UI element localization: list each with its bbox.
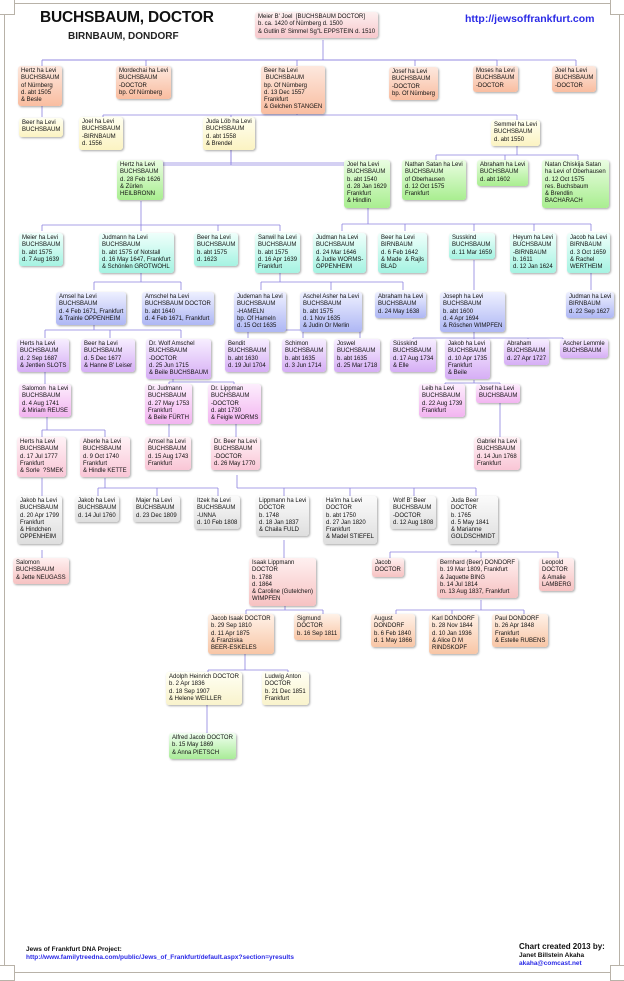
person-node[interactable]: Herts ha Levi BUCHSBAUM d. 2 Sep 1687 & … <box>17 339 70 373</box>
person-node[interactable]: Mordechai ha Levi BUCHSBAUM -DOCTOR bp. … <box>116 66 172 100</box>
person-node[interactable]: Aberle ha Levi BUCHSBAUM d. 9 Oct 1740 F… <box>80 437 130 478</box>
person-node[interactable]: Beer ha Levi BUCHSBAUM bp. Of Nürnberg d… <box>261 66 326 114</box>
person-node[interactable]: Jacob DOCTOR <box>372 558 404 577</box>
credit-email-link[interactable]: akaha@comcast.net <box>519 960 582 967</box>
person-node[interactable]: Beer ha Levi BIRNBAUM d. 6 Feb 1642 & Ma… <box>378 233 428 274</box>
person-node[interactable]: Sanwil ha Levi BUCHSBAUM b. abt 1575 d. … <box>255 233 301 274</box>
person-node[interactable]: Judman ha Levi BUCHSBAUM d. 24 Mar 1646 … <box>313 233 367 274</box>
person-node[interactable]: Nathan Satan ha Levi BUCHSBAUM of Oberha… <box>402 160 466 201</box>
site-link[interactable]: http://jewsoffrankfurt.com <box>465 13 595 25</box>
person-node[interactable]: Amschel ha Levi BUCHSBAUM DOCTOR b. abt … <box>142 292 214 326</box>
credit-title: Chart created 2013 by: <box>519 942 605 951</box>
person-node[interactable]: Leopold DOCTOR & Amalie LAMBERG <box>539 558 575 592</box>
person-node[interactable]: Herts ha Levi BUCHSBAUM d. 17 Jul 1777 F… <box>17 437 67 478</box>
person-node[interactable]: Joel ha Levi BUCHSBAUM -DOCTOR <box>552 66 597 92</box>
person-node[interactable]: Hertz ha Levi BUCHSBAUM of Nürnberg d. a… <box>18 66 63 107</box>
person-node[interactable]: Hertz ha Levi BUCHSBAUM d. 28 Feb 1626 &… <box>117 160 164 201</box>
chart-frame <box>4 3 620 973</box>
person-node[interactable]: Dr. Beer ha Levi BUCHSBAUM -DOCTOR d. 26… <box>211 437 261 471</box>
frame-corner <box>0 0 15 15</box>
person-node[interactable]: Judeman ha Levi BUCHSBAUM -HAMELN bp. Of… <box>234 292 286 333</box>
person-node[interactable]: Alfred Jacob DOCTOR b. 15 May 1869 & Ann… <box>169 733 236 759</box>
person-node[interactable]: Moses ha Levi BUCHSBAUM -DOCTOR <box>473 66 518 92</box>
chart-subtitle: BIRNBAUM, DONDORF <box>68 31 179 42</box>
person-node[interactable]: Majer ha Levi BUCHSBAUM d. 23 Dec 1809 <box>133 496 180 522</box>
person-node[interactable]: Salomon BUCHSBAUM & Jette NEUGASS <box>13 558 69 584</box>
person-node[interactable]: Wolf B' Beer BUCHSBAUM -DOCTOR d. 12 Aug… <box>390 496 437 530</box>
person-node[interactable]: Jakob ha Levi BUCHSBAUM d. 10 Apr 1735 F… <box>445 339 491 380</box>
person-node[interactable]: Beer ha Levi BUCHSBAUM b. abt 1575 d. 16… <box>194 233 239 267</box>
person-node[interactable]: Salomon ha Levi BUCHSBAUM d. 4 Aug 1741 … <box>19 384 72 418</box>
person-node[interactable]: Jacob ha Levi BIRNBAUM d. 3 Oct 1659 & R… <box>567 233 611 274</box>
person-node[interactable]: Ludwig Anton DOCTOR b. 21 Dec 1851 Frank… <box>262 672 309 706</box>
person-node[interactable]: Semmel ha Levi BUCHSBAUM d. abt 1550 <box>491 120 541 146</box>
person-node[interactable]: Paul DONDORF b. 26 Apr 1848 Frankfurt & … <box>492 614 549 648</box>
person-node[interactable]: Heyum ha Levi BUCHSBAUM -BIRNBAUM b. 161… <box>510 233 557 274</box>
dna-project-link[interactable]: http://www.familytreedna.com/public/Jews… <box>26 954 294 961</box>
person-node[interactable]: Abraham ha Levi BUCHSBAUM d. 24 May 1638 <box>375 292 427 318</box>
person-node[interactable]: Abraham BUCHSBAUM d. 27 Apr 1727 <box>504 339 550 365</box>
person-node[interactable]: Joel ha Levi BUCHSBAUM -BIRNBAUM d. 1556 <box>79 117 124 151</box>
person-node[interactable]: Jacob Isaak DOCTOR b. 29 Sep 1810 d. 11 … <box>208 614 274 655</box>
person-node[interactable]: Bernhard (Beer) DONDORF b. 19 Mar 1809, … <box>437 558 519 599</box>
person-node[interactable]: Ascher Lemmle BUCHSBAUM <box>560 339 608 358</box>
person-node[interactable]: Joswel BUCHSBAUM b. abt 1635 d. 25 Mar 1… <box>334 339 381 373</box>
chart-title: BUCHSBAUM, DOCTOR <box>40 9 214 26</box>
person-node[interactable]: Susskind BUCHSBAUM d. 11 Mar 1659 <box>449 233 495 259</box>
person-node[interactable]: Joel ha Levi BUCHSBAUM b. abt 1540 d. 28… <box>344 160 390 208</box>
person-node[interactable]: Judmann ha Levi BUCHSBAUM b. abt 1575 of… <box>99 233 174 274</box>
person-node[interactable]: Jakob ha Levi BUCHSBAUM d. 20 Apr 1799 F… <box>17 496 63 544</box>
person-node[interactable]: Dr. Judmann BUCHSBAUM d. 27 May 1753 Fra… <box>145 384 193 425</box>
person-node[interactable]: Josef ha Levi BUCHSBAUM <box>476 384 521 403</box>
person-node[interactable]: Süsskind BUCHSBAUM d. 17 Aug 1734 & Elle <box>390 339 437 373</box>
person-node[interactable]: Ha'im ha Levi DOCTOR b. abt 1750 d. 27 J… <box>323 496 378 544</box>
credit-author: Janet Billstein Akaha <box>519 952 585 959</box>
person-node[interactable]: Dr. Lippman BUCHSBAUM -DOCTOR d. abt 173… <box>208 384 262 425</box>
person-node[interactable]: Karl DONDORF b. 28 Nov 1844 d. 10 Jan 19… <box>429 614 478 655</box>
person-node[interactable]: Beer ha Levi BUCHSBAUM <box>19 118 64 137</box>
person-node[interactable]: Joseph ha Levi BUCHSBAUM b. abt 1600 d. … <box>440 292 506 333</box>
person-node[interactable]: Itzek ha Levi BUCHSBAUM -UNNA d. 10 Feb … <box>194 496 241 530</box>
person-node[interactable]: Leib ha Levi BUCHSBAUM d. 22 Aug 1739 Fr… <box>419 384 466 418</box>
person-node[interactable]: Aschel Asher ha Levi BUCHSBAUM b. abt 15… <box>300 292 363 333</box>
person-node[interactable]: Lippmann ha Levi DOCTOR b. 1748 d. 18 Ja… <box>256 496 310 537</box>
person-node[interactable]: Beer ha Levi BUCHSBAUM d. 5 Dec 1677 & H… <box>81 339 136 373</box>
person-node[interactable]: Isaak Lippmann DOCTOR b. 1788 d. 1864 & … <box>249 558 317 606</box>
person-node[interactable]: Adolph Heinrich DOCTOR b. 2 Apr 1836 d. … <box>166 672 242 706</box>
person-node-meier-b-joel[interactable]: Meier B' Joel [BUCHSBAUM DOCTOR] b. ca. … <box>255 12 379 38</box>
person-node[interactable]: Juda Löb ha Levi BUCHSBAUM d. abt 1558 &… <box>203 117 255 151</box>
person-node[interactable]: August DONDORF b. 6 Feb 1840 d. 1 May 18… <box>371 614 416 648</box>
frame-corner <box>610 0 624 15</box>
person-node[interactable]: Judman ha Levi BIRNBAUM d. 22 Sep 1627 <box>566 292 615 318</box>
person-node[interactable]: Bendit BUCHSBAUM b. abt 1630 d. 19 Jul 1… <box>225 339 270 373</box>
person-node[interactable]: Schimon BUCHSBAUM b. abt 1635 d. 3 Jun 1… <box>282 339 327 373</box>
person-node[interactable]: Josef ha Levi BUCHSBAUM -DOCTOR bp. Of N… <box>389 67 439 101</box>
person-node[interactable]: Abraham ha Levi BUCHSBAUM d. abt 1602 <box>477 160 529 186</box>
person-node[interactable]: Jakob ha Levi BUCHSBAUM d. 14 Jul 1760 <box>75 496 120 522</box>
person-node[interactable]: Gabriel ha Levi BUCHSBAUM d. 14 Jun 1768… <box>474 437 521 471</box>
person-node[interactable]: Amsel ha Levi BUCHSBAUM d. 15 Aug 1743 F… <box>145 437 192 471</box>
person-node[interactable]: Sigmund DOCTOR b. 16 Sep 1811 <box>294 614 341 640</box>
person-node[interactable]: Juda Beer DOCTOR b. 1765 d. 5 May 1841 &… <box>448 496 499 544</box>
person-node[interactable]: Amsel ha Levi BUCHSBAUM d. 4 Feb 1671, F… <box>56 292 127 326</box>
person-node[interactable]: Meier ha Levi BUCHSBAUM b. abt 1575 d. 7… <box>19 233 64 267</box>
dna-project-label: Jews of Frankfurt DNA Project: <box>26 946 122 953</box>
person-node[interactable]: Natan Chiskija Satan ha Levi of Oberhaus… <box>542 160 609 208</box>
person-node[interactable]: Dr. Wolf Amschel BUCHSBAUM -DOCTOR d. 25… <box>146 339 212 380</box>
